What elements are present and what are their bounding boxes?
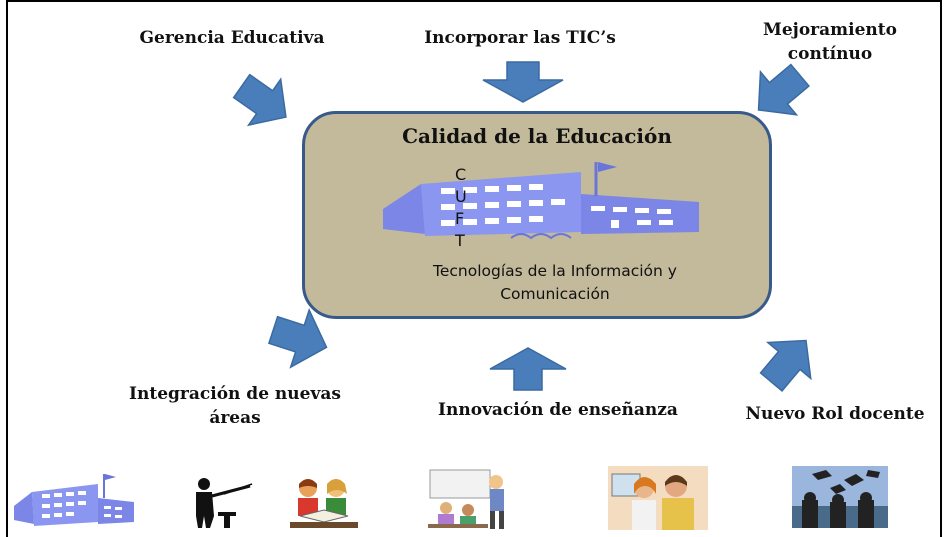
label-mejoramiento-continuo: Mejoramiento contínuo — [740, 18, 920, 66]
center-title: Calidad de la Educación — [402, 124, 672, 148]
students-reading-icon — [290, 479, 358, 528]
frame-border-right — [940, 0, 942, 537]
calidad-educacion-box: Calidad de la Educación C U F T Tecnolog… — [302, 111, 772, 319]
label-innovacion-ensenanza: Innovación de enseñanza — [438, 400, 678, 420]
label-mejoramiento-line2: contínuo — [787, 44, 873, 64]
label-integracion-line1: Integración de nuevas — [129, 384, 341, 404]
students-computer-icon — [608, 466, 708, 530]
cuft-letter-c: C — [455, 165, 467, 184]
classroom-icon — [428, 469, 504, 529]
school-building-icon — [383, 162, 699, 240]
arrow-gerencia-icon — [232, 73, 287, 127]
arrow-tic-icon — [482, 61, 564, 103]
frame-border-left — [6, 0, 8, 537]
center-subtitle: Tecnologías de la Información y Comunica… — [395, 260, 715, 306]
cuft-letter-t: T — [455, 231, 465, 250]
teacher-pointer-icon — [196, 478, 253, 528]
school-building-icon — [14, 474, 134, 526]
cuft-letter-u: U — [455, 187, 467, 206]
graduation-caps-icon — [792, 466, 888, 528]
label-integracion-line2: áreas — [209, 408, 261, 428]
center-subtitle-line2: Comunicación — [500, 285, 610, 303]
cuft-letter-f: F — [455, 209, 465, 228]
arrow-mejoramiento-icon — [757, 63, 810, 116]
label-incorporar-tic: Incorporar las TIC’s — [424, 28, 616, 48]
label-gerencia-educativa: Gerencia Educativa — [139, 28, 325, 48]
arrow-integracion-icon — [268, 308, 328, 369]
frame-border-top — [6, 0, 942, 2]
label-nuevo-rol-docente: Nuevo Rol docente — [745, 404, 925, 424]
cuft-acronym: C U F T — [455, 164, 467, 252]
center-subtitle-line1: Tecnologías de la Información y — [433, 262, 677, 280]
label-integracion-nuevas-areas: Integración de nuevas áreas — [110, 382, 360, 430]
label-mejoramiento-line1: Mejoramiento — [763, 20, 897, 40]
arrow-nuevo-rol-icon — [759, 339, 812, 392]
arrow-innovacion-icon — [489, 347, 567, 391]
